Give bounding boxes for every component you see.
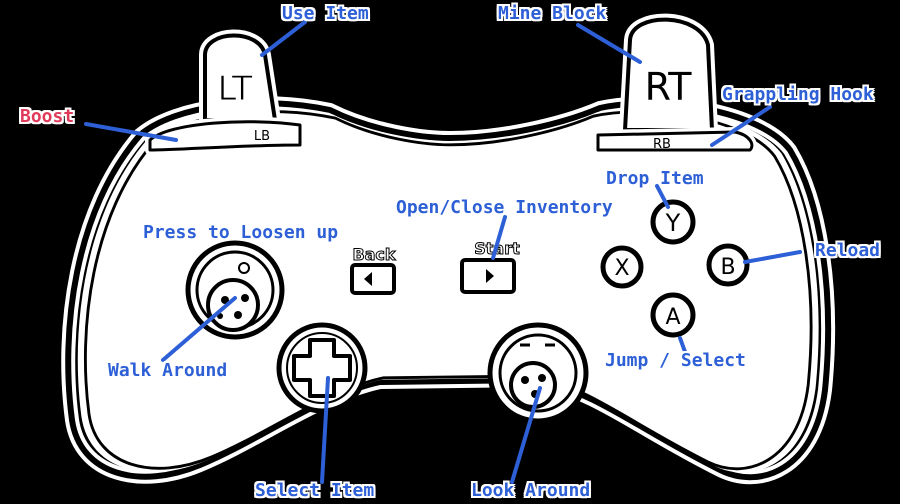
pointer-drop-item	[655, 184, 670, 209]
label-boost: Boost	[20, 106, 75, 127]
a-text: A	[665, 305, 680, 330]
left-stick[interactable]	[185, 240, 285, 340]
y-text: Y	[665, 209, 681, 237]
back-button[interactable]: Back	[350, 245, 396, 295]
x-button[interactable]: X	[600, 245, 644, 289]
label-grappling-hook: Grappling Hook	[722, 84, 874, 105]
rb-text: RB	[653, 137, 671, 152]
lb-text: LB	[254, 129, 270, 144]
rt-trigger[interactable]: RT	[619, 13, 718, 136]
pointer-look-around	[510, 386, 542, 484]
controller-body	[61, 96, 836, 485]
label-drop-item: Drop Item	[606, 168, 704, 189]
back-text: Back	[352, 245, 395, 264]
pointer-use-item	[260, 20, 307, 57]
label-use-item: Use Item	[282, 3, 369, 24]
dpad[interactable]	[276, 322, 368, 414]
b-button[interactable]: B	[706, 243, 750, 287]
label-press-to-loosen-up: Press to Loosen up	[143, 222, 339, 243]
pointer-walk-around	[161, 296, 237, 362]
label-mine-block: Mine Block	[498, 3, 607, 24]
lt-text: LT	[217, 69, 252, 109]
right-stick[interactable]	[487, 322, 589, 424]
b-text: B	[720, 255, 735, 280]
pointer-grappling-hook	[710, 105, 772, 147]
pointer-boost	[84, 122, 178, 142]
pointer-inventory	[491, 215, 507, 260]
a-button[interactable]: A	[650, 292, 696, 338]
rt-text: RT	[645, 65, 693, 109]
x-text: X	[614, 256, 629, 281]
lb-bumper[interactable]: LB	[145, 116, 305, 155]
label-reload: Reload	[815, 240, 881, 261]
pointer-mine-block	[576, 23, 642, 64]
pointer-lines	[84, 20, 802, 484]
label-open-close-inventory: Open/Close Inventory	[396, 197, 613, 218]
label-look-around: Look Around	[471, 480, 591, 501]
label-jump-select: Jump / Select	[605, 350, 746, 371]
y-button[interactable]: Y	[650, 199, 696, 245]
lt-trigger[interactable]: LT	[199, 29, 281, 126]
label-select-item: Select Item	[255, 480, 375, 501]
label-walk-around: Walk Around	[108, 360, 228, 381]
pointer-jump	[678, 336, 690, 362]
pointer-select-item	[320, 376, 330, 484]
pointer-reload	[743, 250, 802, 264]
